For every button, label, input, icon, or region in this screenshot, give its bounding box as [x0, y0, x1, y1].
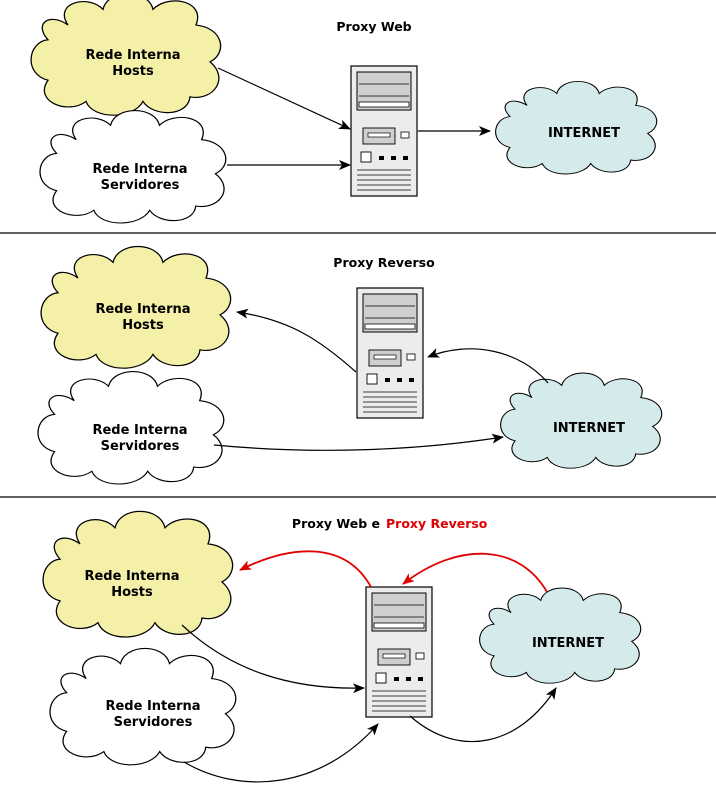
cloud-hosts-3-label-line1: Rede Interna	[84, 569, 179, 584]
proxy-server-2	[356, 287, 424, 419]
cloud-servers-3-label-line2: Servidores	[114, 715, 193, 730]
arrow-hosts-to-proxy-1	[217, 67, 351, 130]
cloud-servers-3-label-line1: Rede Interna	[105, 699, 200, 714]
section-2-title: Proxy Reverso	[333, 255, 435, 270]
section-proxy-web: Proxy Web Rede Interna Hosts Rede Intern…	[30, 0, 658, 224]
arrow-servers-to-proxy-3	[183, 723, 379, 783]
section-proxy-reverso: Proxy Reverso Rede Interna Hosts Rede In…	[37, 245, 663, 485]
cloud-internet-3-label: INTERNET	[532, 636, 604, 651]
cloud-servers-2-label-line2: Servidores	[101, 439, 180, 454]
cloud-hosts-2-label-line2: Hosts	[122, 318, 164, 333]
arrow-red-internet-to-proxy-3	[402, 552, 548, 593]
cloud-internet-2-label: INTERNET	[553, 421, 625, 436]
section-3-title-part1: Proxy Web e	[292, 516, 380, 531]
cloud-internet-1-label: INTERNET	[548, 126, 620, 141]
cloud-hosts-1-label-line2: Hosts	[112, 64, 154, 79]
section-1-title: Proxy Web	[336, 19, 411, 34]
arrow-hosts-to-proxy-3	[181, 624, 365, 694]
section-3-title-part2: Proxy Reverso	[386, 516, 488, 531]
proxy-server-3	[365, 586, 433, 718]
cloud-hosts-3-label-line2: Hosts	[111, 585, 153, 600]
cloud-hosts-2-label-line1: Rede Interna	[95, 302, 190, 317]
cloud-servers-1-label-line2: Servidores	[101, 178, 180, 193]
arrow-red-proxy-to-hosts-3	[239, 550, 372, 588]
arrow-internet-to-proxy-2	[427, 348, 549, 384]
cloud-servers-1-label-line1: Rede Interna	[92, 162, 187, 177]
cloud-hosts-1-label-line1: Rede Interna	[85, 48, 180, 63]
proxy-server-1	[350, 65, 418, 197]
arrow-proxy-to-hosts-2	[236, 308, 357, 373]
arrow-servers-to-internet-2	[213, 433, 504, 451]
section-proxy-web-e-reverso: Proxy Web e Proxy Reverso Rede Interna H…	[42, 510, 642, 783]
arrow-proxy-to-internet-3	[409, 687, 557, 742]
cloud-servers-2-label-line1: Rede Interna	[92, 423, 187, 438]
